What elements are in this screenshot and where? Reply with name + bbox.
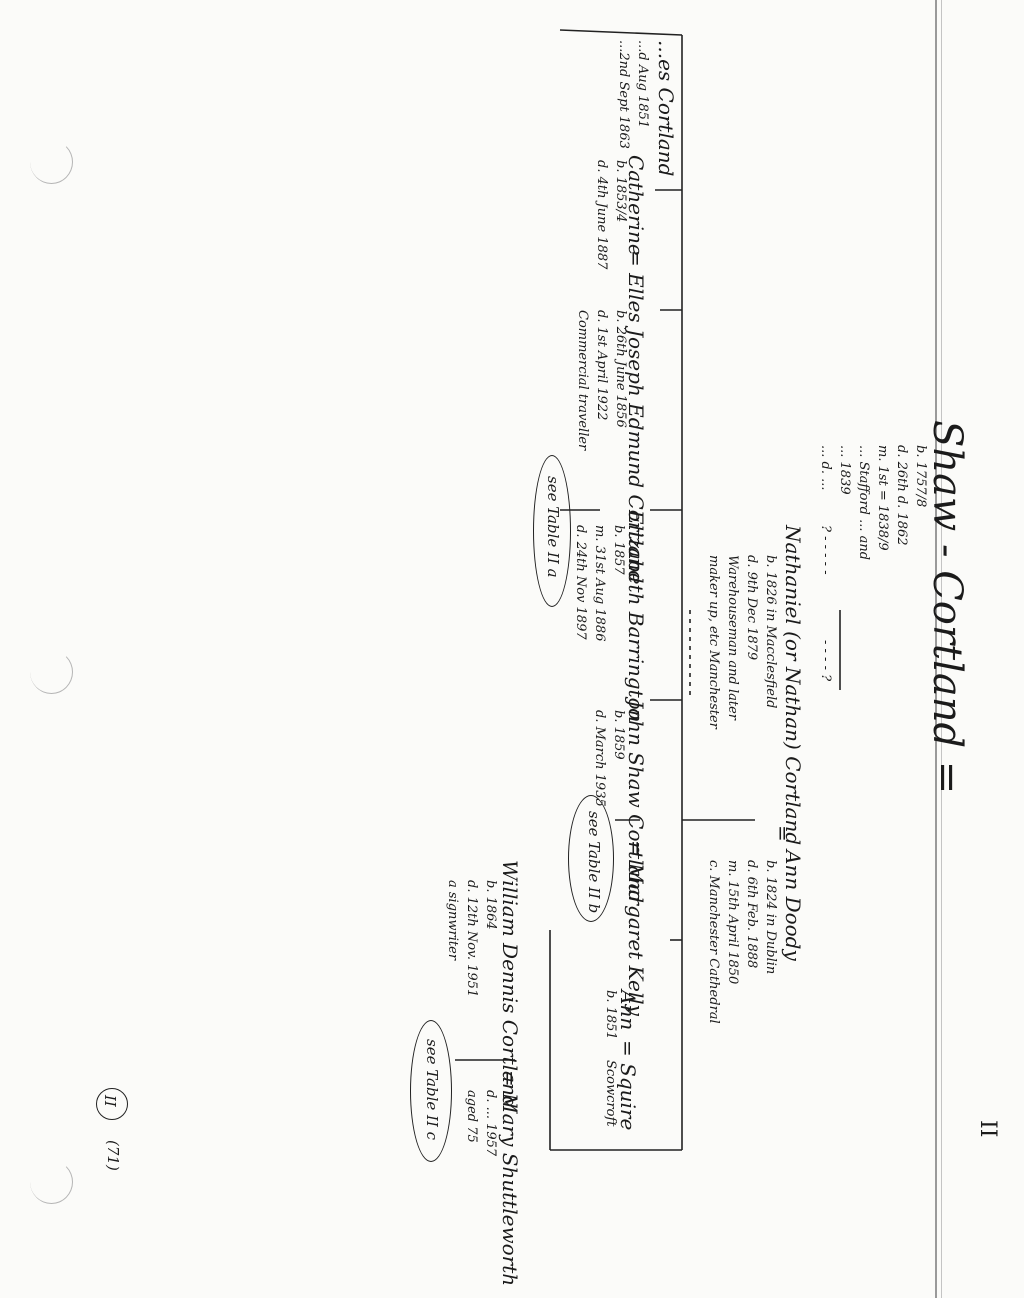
detail-line: b. 1859 — [611, 710, 626, 760]
detail-line: c. Manchester Cathedral — [706, 860, 721, 1024]
father-name: Nathaniel (or Nathan) Cortland — [781, 525, 805, 846]
detail-line: ... 1839 — [837, 445, 852, 495]
child-details: b. 1851 — [601, 990, 620, 1040]
detail-line: d. ... 1957 — [483, 1090, 498, 1157]
child-details: b. 1859 d. March 1935 — [590, 710, 628, 807]
detail-line: Warehouseman and later — [725, 555, 740, 721]
left-column-title: ...es Cortland — [654, 40, 678, 177]
detail-line: b. 1757/8 — [913, 445, 928, 508]
detail-line: ...d Aug 1851 — [635, 40, 650, 129]
punch-hole — [30, 650, 73, 694]
table-ref-label: see Table II b — [585, 811, 603, 914]
detail-line: b. 1824 in Dublin — [763, 860, 778, 975]
left-column-details: ...d Aug 1851 ...2nd Sept 1863 — [614, 40, 652, 149]
detail-line: Scowcroft — [603, 1060, 618, 1127]
table-ref-label: see Table II c — [423, 1039, 441, 1141]
page-reference: (71) — [104, 1140, 122, 1171]
detail-line: aged 75 — [464, 1090, 479, 1143]
detail-line: maker up, etc Manchester — [706, 555, 721, 729]
detail-line: b. 26th June 1856 — [613, 310, 628, 428]
detail-line: d. 26th d. 1862 — [894, 445, 909, 546]
detail-line: Commercial traveller — [575, 310, 590, 451]
detail-line: b. 1851 — [603, 990, 618, 1040]
table-ref-oval: see Table II b — [568, 795, 614, 922]
detail-line: m. 31st Aug 1886 — [592, 525, 607, 642]
detail-line: d. 1st April 1922 — [594, 310, 609, 421]
spouse-name: = Mary Shuttleworth — [498, 1070, 522, 1287]
detail-line: d. 6th Feb. 1888 — [744, 860, 759, 969]
punch-hole — [30, 1160, 73, 1204]
detail-line: b. 1826 in Macclesfield — [763, 555, 778, 709]
child-details: b. 1857 m. 31st Aug 1886 d. 24th Nov 189… — [571, 525, 628, 641]
mother-name: Ann Doody — [781, 850, 805, 961]
detail-line: ...2nd Sept 1863 — [616, 40, 631, 149]
detail-line: m. 1st = 1838/9 — [875, 445, 890, 551]
spouse-details: b. 26th June 1856 d. 1st April 1922 Comm… — [573, 310, 630, 450]
detail-line: d. 4th June 1887 — [594, 160, 609, 270]
detail-line: a signwriter — [445, 880, 460, 961]
spouse-details: d. ... 1957 aged 75 — [462, 1090, 500, 1156]
detail-line: d. 12th Nov. 1951 — [464, 880, 479, 998]
table-ref-label: see Table II a — [544, 476, 562, 578]
detail-line: d. 24th Nov 1897 — [573, 525, 588, 640]
detail-line: b. 1857 — [611, 525, 626, 575]
uncertain-link-left: ? - - - - - — [818, 525, 833, 575]
father-details: b. 1826 in Macclesfield d. 9th Dec 1879 … — [704, 555, 780, 729]
table-numeral: II — [975, 1120, 1000, 1138]
marriage-sign: = — [771, 825, 795, 842]
punch-hole — [30, 140, 73, 184]
margin-rule — [935, 0, 937, 1298]
table-ref-oval: see Table II a — [533, 455, 571, 607]
spouse-details: Scowcroft — [601, 1060, 620, 1127]
detail-line: ... Stafford ... and — [856, 445, 871, 561]
uncertain-link-right: - - - - ? — [818, 640, 833, 682]
detail-line: d. 9th Dec 1879 — [744, 555, 759, 661]
root-name: Shaw - Cortland = — [924, 420, 970, 795]
table-ref-oval: see Table II c — [410, 1020, 452, 1162]
mother-details: b. 1824 in Dublin d. 6th Feb. 1888 m. 15… — [704, 860, 780, 1024]
detail-line: d. March 1935 — [592, 710, 607, 807]
detail-line: m. 15th April 1850 — [725, 860, 740, 985]
margin-rule-secondary — [941, 0, 942, 1298]
detail-line: b. 1864 — [483, 880, 498, 930]
circled-number: II — [101, 1095, 119, 1107]
child-details: b. 1864 d. 12th Nov. 1951 a signwriter — [443, 880, 500, 997]
circled-number-oval: II — [96, 1088, 128, 1120]
